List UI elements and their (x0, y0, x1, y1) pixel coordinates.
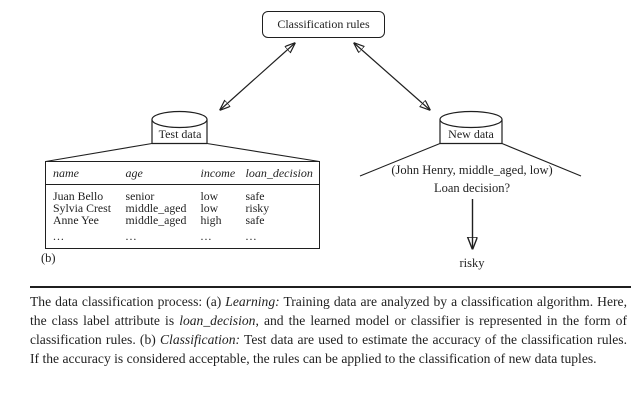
cell-income: high (200, 213, 222, 228)
cell-income: low (200, 189, 219, 203)
cell-age: middle_aged (125, 213, 187, 228)
classification-rules-box: Classification rules (262, 11, 385, 38)
test-data-cylinder-label: Test data (158, 127, 202, 141)
double-arrow-rules-to-test-data (220, 43, 295, 110)
cell-loan-decision: safe (245, 189, 265, 203)
table-header-loan-decision: loan_decision (245, 161, 320, 185)
new-tuple-text: (John Henry, middle_aged, low) (391, 163, 553, 177)
funnel-lines-test-data-to-table (45, 142, 320, 163)
figure-caption: The data classification process: (a) Lea… (30, 292, 627, 368)
table-header-name: name (45, 161, 126, 185)
cell-loan-decision: ... (245, 228, 258, 243)
funnel-lines-new-data (359, 142, 582, 177)
loan-decision-question: Loan decision? (433, 181, 510, 195)
new-data-cylinder-top (439, 110, 503, 129)
test-data-table: name age income loan_decision Juan Bello… (45, 161, 320, 249)
cell-age: middle_aged (125, 201, 187, 216)
panel-label-b: (b) (41, 251, 56, 265)
new-data-cylinder-label: New data (448, 127, 494, 141)
caption-segment: , and the learned model or classifier is… (30, 313, 627, 347)
table-header-income: income (200, 161, 246, 185)
table-row: Sylvia Crest middle_aged low risky (46, 202, 320, 214)
table-row: Juan Bello senior low safe (46, 185, 320, 203)
cell-loan-decision: safe (245, 213, 265, 228)
cell-name: Sylvia Crest (53, 201, 111, 216)
caption-segment: Training data are analyzed by a classifi… (30, 294, 627, 328)
caption-segment-learning: Learning: (225, 294, 280, 309)
double-arrow-rules-to-new-data (354, 43, 430, 110)
cell-age: ... (125, 228, 138, 243)
cell-name: Juan Bello (53, 189, 104, 203)
table-row-ellipsis: ... ... ... ... (46, 227, 320, 249)
caption-segment-loan-decision: loan_decision (179, 313, 256, 328)
caption-segment-classification: Classification: (159, 332, 241, 347)
cell-income: low (200, 201, 219, 216)
caption-divider-rule (30, 286, 631, 288)
table-row: Anne Yee middle_aged high safe (46, 214, 320, 226)
cell-age: senior (125, 189, 155, 203)
cell-name: Anne Yee (53, 213, 99, 228)
cell-name: ... (53, 228, 65, 243)
new-data-cylinder-body (439, 119, 503, 145)
classification-result: risky (459, 256, 485, 270)
table-header-age: age (125, 161, 201, 185)
caption-segment: Test data are used to estimate the accur… (30, 332, 627, 366)
cell-loan-decision: risky (245, 201, 270, 216)
test-data-cylinder-top (151, 110, 208, 129)
cell-income: ... (200, 228, 213, 243)
table-header-row: name age income loan_decision (45, 161, 320, 185)
caption-segment: The data classification process: (a) (30, 294, 226, 309)
test-data-cylinder-body (151, 119, 208, 145)
